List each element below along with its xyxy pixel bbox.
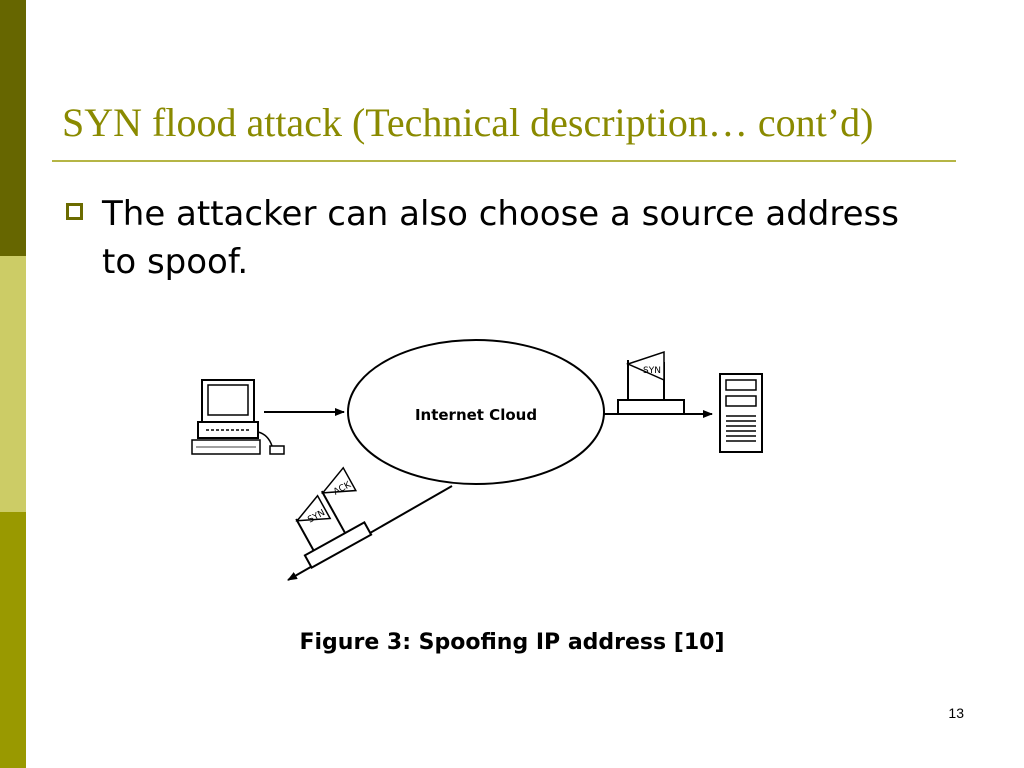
internet-cloud [347,339,605,485]
page-number: 13 [948,705,964,721]
syn-packet-right: SYN [617,350,685,415]
side-band-top [0,0,26,256]
side-band-bottom [0,512,26,768]
computer-icon [191,379,285,455]
cloud-label: Internet Cloud [415,406,537,424]
figure-caption: Figure 3: Spoofing IP address [10] [299,630,725,655]
title-underline [52,160,956,162]
bullet-text: The attacker can also choose a source ad… [102,194,899,282]
slide-title: SYN flood attack (Technical description…… [62,100,874,145]
bullet-square-icon [66,203,83,220]
syn-ack-packet-left: SYN ACK [295,466,373,569]
syn-flag-label: SYN [643,366,661,376]
server-icon [719,373,763,453]
side-band-middle [0,256,26,512]
